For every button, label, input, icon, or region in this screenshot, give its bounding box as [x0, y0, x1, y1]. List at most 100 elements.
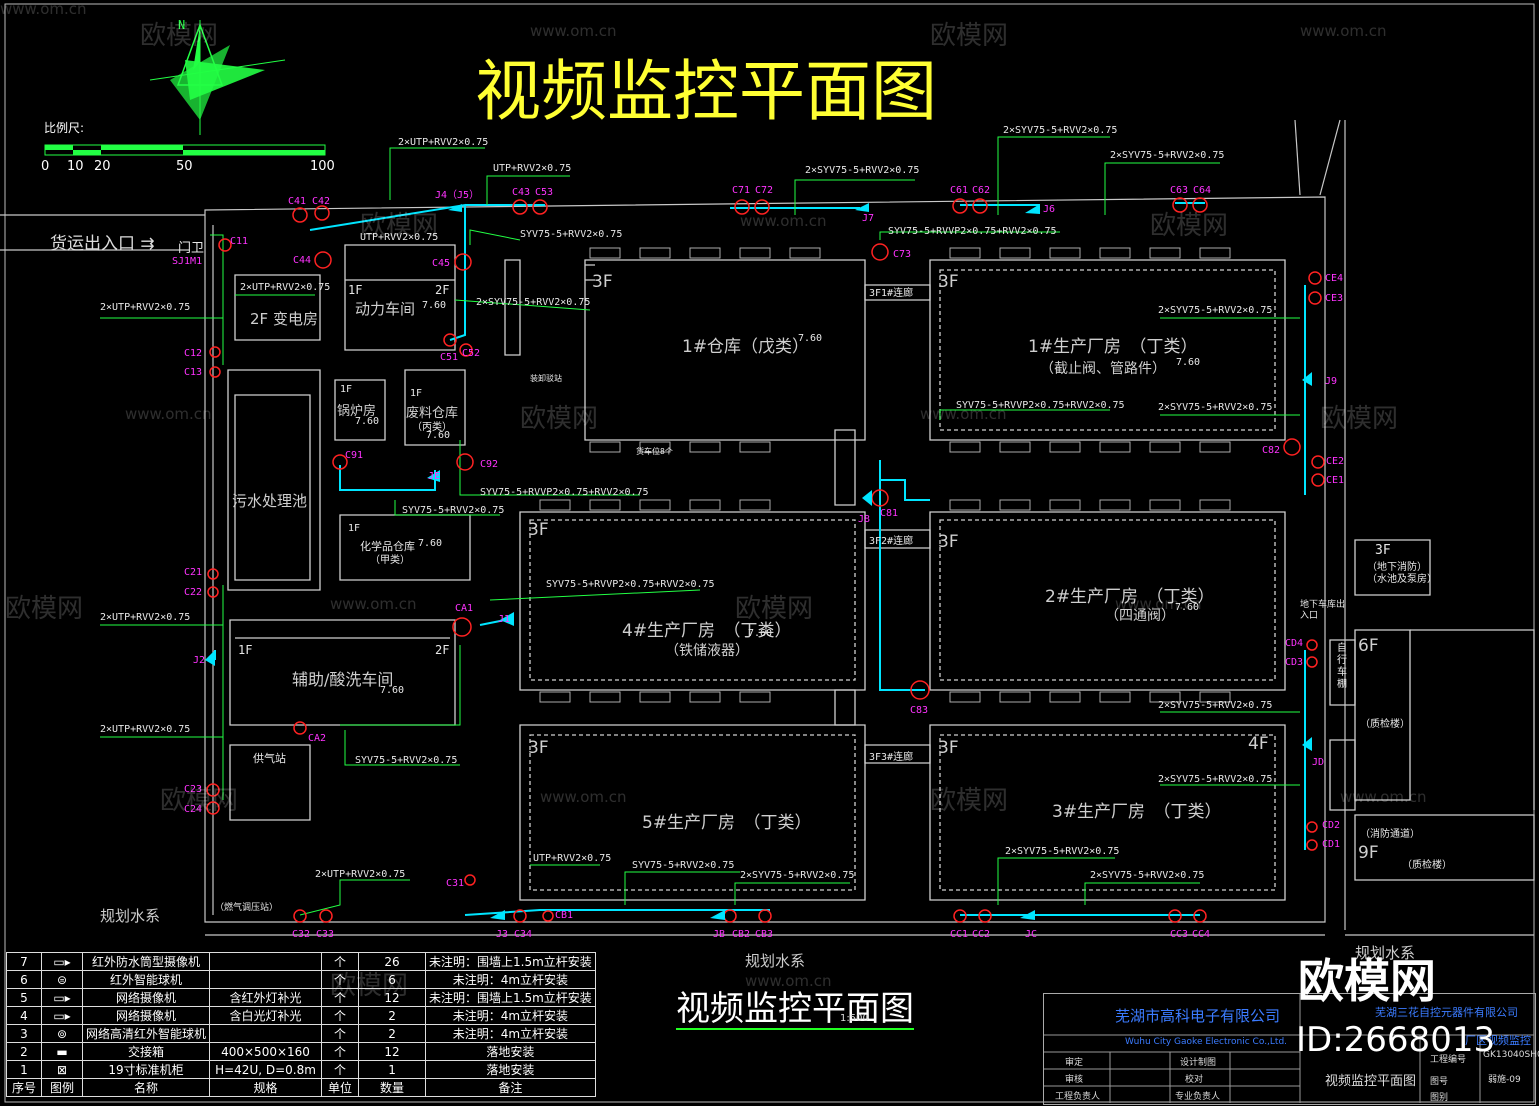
window-rows: [539, 247, 1231, 703]
legend-qty: 2: [358, 1006, 427, 1025]
tb-role: 审核: [1065, 1075, 1084, 1085]
watermark: 欧模网: [1320, 404, 1399, 434]
legend-row: 2 ▬ 交接箱 400×500×160 个 12 落地安装: [6, 1042, 596, 1061]
bullet-camera-icon: ▭▸: [41, 952, 83, 971]
legend-spec: [209, 952, 323, 971]
legend-note: 未注明：4m立杆安装: [425, 970, 596, 989]
camera-label: CE2: [1326, 456, 1345, 467]
scale-label: 比例尺:: [44, 121, 85, 135]
building-qc2: （质检楼）: [1402, 860, 1452, 871]
cable-label: SYV75-5+RVVP2×0.75+RVV2×0.75: [888, 226, 1057, 237]
height-label: 7.60: [1176, 357, 1201, 368]
junction-label: J4（J5）: [435, 190, 480, 201]
legend-header-cell: 图例: [41, 1078, 83, 1097]
building-chem-sub: （甲类）: [370, 555, 410, 566]
watermark: www.om.cn: [745, 972, 832, 990]
water-label: 规划水系: [1355, 944, 1416, 962]
legend-name: 红外智能球机: [81, 970, 211, 989]
watermark: www.om.cn: [920, 405, 1007, 423]
legend-name: 网络摄像机: [81, 1006, 211, 1025]
camera-label: C13: [184, 367, 203, 378]
camera-label: CA2: [308, 733, 327, 744]
building-factory1: 1#生产厂房 （丁类）: [1028, 337, 1198, 357]
junction-label: J6: [1043, 204, 1056, 215]
camera-label: C52: [462, 348, 481, 359]
camera-label: C51: [440, 352, 459, 363]
dome-camera-icon: ⊜: [41, 970, 83, 989]
floor-label: 2F: [435, 643, 450, 657]
legend-no: 1: [6, 1060, 42, 1079]
camera-label: C41: [288, 196, 307, 207]
camera-label: C81: [880, 508, 899, 519]
camera-label: C21: [184, 567, 203, 578]
floor-label: 6F: [1358, 636, 1379, 656]
legend-name: 交接箱: [81, 1042, 211, 1061]
legend-qty: 2: [358, 1024, 427, 1043]
building-power: 动力车间: [355, 300, 416, 318]
legend-unit: 个: [321, 1006, 360, 1025]
cabinet-icon: ⊠: [41, 1060, 83, 1079]
legend-no: 4: [6, 1006, 42, 1025]
height-label: 7.60: [426, 430, 451, 441]
building-warehouse1: 1#仓库（戊类）: [682, 337, 810, 357]
watermark: 欧模网: [360, 211, 439, 241]
height-label: 7.60: [1175, 602, 1200, 613]
building-factory3: 3#生产厂房 （丁类）: [1052, 802, 1222, 822]
legend-header-cell: 单位: [321, 1078, 360, 1097]
camera-label: CB1: [555, 910, 574, 921]
legend-note: 未注明：4m立杆安装: [425, 1006, 596, 1025]
floor-label: 4F: [1248, 734, 1269, 754]
legend-header-cell: 序号: [6, 1078, 42, 1097]
cable-label: 2×SYV75-5+RVV2×0.75: [1005, 846, 1120, 857]
height-label: 7.60: [418, 538, 443, 549]
watermark: www.om.cn: [0, 0, 87, 18]
camera-label: C53: [535, 187, 554, 198]
bottom-scale: 1:500: [840, 1013, 869, 1024]
project-name: 厂区视频监控: [1465, 1034, 1531, 1047]
cable-routes: [214, 202, 1306, 916]
floor-label: 3F: [938, 272, 959, 292]
client-name: 芜湖三花自控元器件有限公司: [1375, 1006, 1518, 1019]
floor-label: 1F: [340, 384, 353, 395]
junction-label: J2: [193, 655, 206, 666]
fire-pool-floor: 3F: [1375, 543, 1391, 558]
watermark: www.om.cn: [1340, 788, 1427, 806]
legend-note: 未注明：围墙上1.5m立杆安装: [425, 952, 596, 971]
camera-label: C31: [446, 878, 465, 889]
tb-role: 工程编号: [1430, 1055, 1467, 1065]
height-label: 7.60: [422, 300, 447, 311]
cable-label: 2×UTP+RVV2×0.75: [315, 869, 406, 880]
entrance-arrow-icon: ⇉: [140, 234, 155, 254]
camera-label: CE1: [1326, 475, 1345, 486]
camera-label: C71: [732, 185, 751, 196]
watermark: www.om.cn: [330, 595, 417, 613]
cable-label: 2×UTP+RVV2×0.75: [100, 302, 191, 313]
camera-label: C23: [184, 784, 203, 795]
camera-label: C34: [514, 929, 533, 940]
junction-box-icon: ▬: [41, 1042, 83, 1061]
junction-boxes: [205, 203, 1312, 920]
legend-row: 7 ▭▸ 红外防水筒型摄像机 个 26 未注明：围墙上1.5m立杆安装: [6, 952, 596, 971]
watermark: www.om.cn: [540, 788, 627, 806]
cable-label: 2×UTP+RVV2×0.75: [398, 137, 489, 148]
corridor-label: 3F3#连廊: [869, 752, 914, 763]
building-aux: 辅助/酸洗车间: [292, 670, 394, 689]
legend-qty: 26: [358, 952, 427, 971]
watermark: 欧模网: [735, 594, 814, 624]
gate-label: 门卫: [178, 241, 205, 256]
building-sewage: 污水处理池: [232, 492, 308, 510]
camera-label: CC4: [1192, 929, 1211, 940]
watermark: www.om.cn: [125, 405, 212, 423]
camera-label: CE4: [1325, 273, 1344, 284]
cable-label: 2×UTP+RVV2×0.75: [240, 282, 331, 293]
floor-label: 2F: [435, 283, 450, 297]
floor-label: 9F: [1358, 843, 1379, 863]
junction-label: JD: [1312, 757, 1325, 768]
cable-label: 2×SYV75-5+RVV2×0.75: [1003, 125, 1118, 136]
legend-row: 6 ⊜ 红外智能球机 个 6 未注明：4m立杆安装: [6, 970, 596, 989]
legend-row: 3 ⊚ 网络高清红外智能球机 个 2 未注明：4m立杆安装: [6, 1024, 596, 1043]
legend-spec: 400×500×160: [209, 1042, 323, 1061]
camera-label: C62: [972, 185, 991, 196]
legend-row: 1 ⊠ 19寸标准机柜 H=42U, D=0.8m 个 1 落地安装: [6, 1060, 596, 1079]
watermark: www.om.cn: [1115, 595, 1202, 613]
